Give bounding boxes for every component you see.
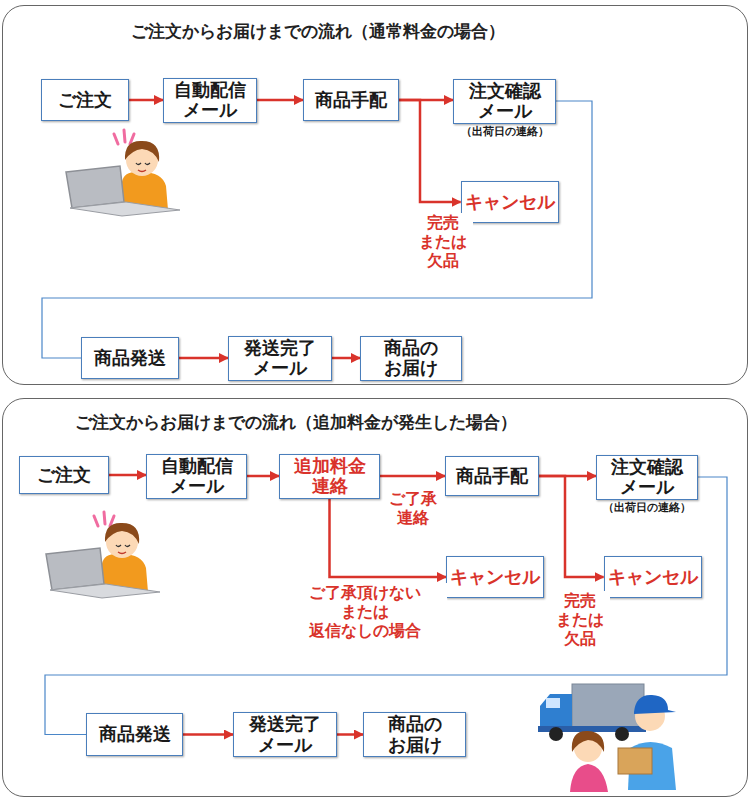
illustration-part — [572, 684, 644, 728]
customer-woman — [570, 731, 608, 792]
edge-label: ご了承 連絡 — [383, 489, 443, 527]
illustration-part — [634, 695, 676, 714]
connector — [380, 475, 445, 478]
panel-heading: ご注文からお届けまでの流れ（追加料金が発生した場合） — [75, 411, 517, 434]
process-box: 商品発送 — [81, 337, 179, 379]
process-box: 商品発送 — [86, 713, 183, 756]
connector — [45, 477, 727, 735]
process-box: ご注文 — [19, 456, 109, 494]
connector — [129, 99, 163, 102]
process-box: 商品手配 — [445, 456, 539, 496]
connector — [257, 99, 303, 102]
box-text: ご注文 — [58, 90, 112, 110]
process-box: 商品の お届け — [363, 712, 466, 757]
box-note: （出荷日の連絡） — [603, 502, 691, 514]
process-box: 注文確認 メール（出荷日の連絡） — [596, 455, 698, 500]
process-box: キャンセル — [604, 556, 702, 598]
process-box: 発送完了 メール — [228, 336, 332, 381]
panel-heading: ご注文からお届けまでの流れ（通常料金の場合） — [131, 20, 505, 43]
delivery-man — [618, 695, 676, 790]
process-box: キャンセル — [461, 181, 559, 223]
box-text: 商品発送 — [99, 724, 171, 744]
box-text: ご注文 — [37, 465, 91, 485]
illustration-part — [618, 748, 652, 774]
box-text: 商品の お届け — [364, 714, 465, 754]
box-text: 商品手配 — [315, 90, 387, 110]
connector — [539, 476, 604, 577]
box-text: 自動配信 メール — [147, 456, 246, 496]
box-text: 商品発送 — [94, 348, 166, 368]
connector — [337, 733, 363, 736]
illustration-part — [572, 731, 604, 752]
box-text: 商品の お届け — [361, 338, 461, 378]
connector — [109, 474, 146, 477]
connector — [332, 357, 360, 360]
connector — [399, 100, 461, 202]
box-text: キャンセル — [450, 567, 540, 587]
box-note: （出荷日の連絡） — [461, 126, 549, 138]
illustration-part — [615, 727, 629, 741]
box-text: 注文確認 メール — [454, 81, 555, 121]
process-box: ご注文 — [41, 79, 129, 121]
process-box: 自動配信 メール — [146, 454, 247, 499]
connector — [42, 101, 592, 358]
edge-label: 完売 または 欠品 — [550, 591, 610, 649]
box-text: 商品手配 — [456, 466, 528, 486]
connector — [183, 733, 233, 736]
woman-at-laptop — [46, 512, 160, 598]
box-text: 注文確認 メール — [597, 457, 697, 497]
process-box: 発送完了 メール — [233, 712, 337, 757]
process-box: 自動配信 メール — [163, 78, 257, 123]
box-text: 追加料金 連絡 — [280, 456, 379, 496]
process-box: 追加料金 連絡 — [279, 454, 380, 499]
box-text: キャンセル — [608, 567, 698, 587]
edge-label: 完売 または 欠品 — [413, 213, 473, 271]
process-box: 注文確認 メール（出荷日の連絡） — [453, 79, 556, 124]
illustration-part — [570, 764, 608, 792]
connector — [247, 475, 279, 478]
process-box: キャンセル — [446, 556, 544, 598]
box-text: 自動配信 メール — [164, 80, 256, 120]
flow-panel: ご注文からお届けまでの流れ（通常料金の場合） ご注文 自動配信 メール 商品手配 注文確… — [2, 5, 748, 385]
edge-label: ご了承頂けない または 返信なしの場合 — [283, 583, 447, 641]
box-text: キャンセル — [465, 192, 555, 212]
process-box: 商品の お届け — [360, 336, 462, 381]
illustration-part — [540, 694, 572, 728]
woman-at-laptop — [66, 130, 180, 216]
box-text: 発送完了 メール — [229, 338, 331, 378]
box-text: 発送完了 メール — [234, 714, 336, 754]
process-box: 商品手配 — [303, 79, 399, 121]
illustration-part — [546, 698, 560, 708]
connector — [179, 357, 228, 360]
illustration-part — [549, 727, 563, 741]
